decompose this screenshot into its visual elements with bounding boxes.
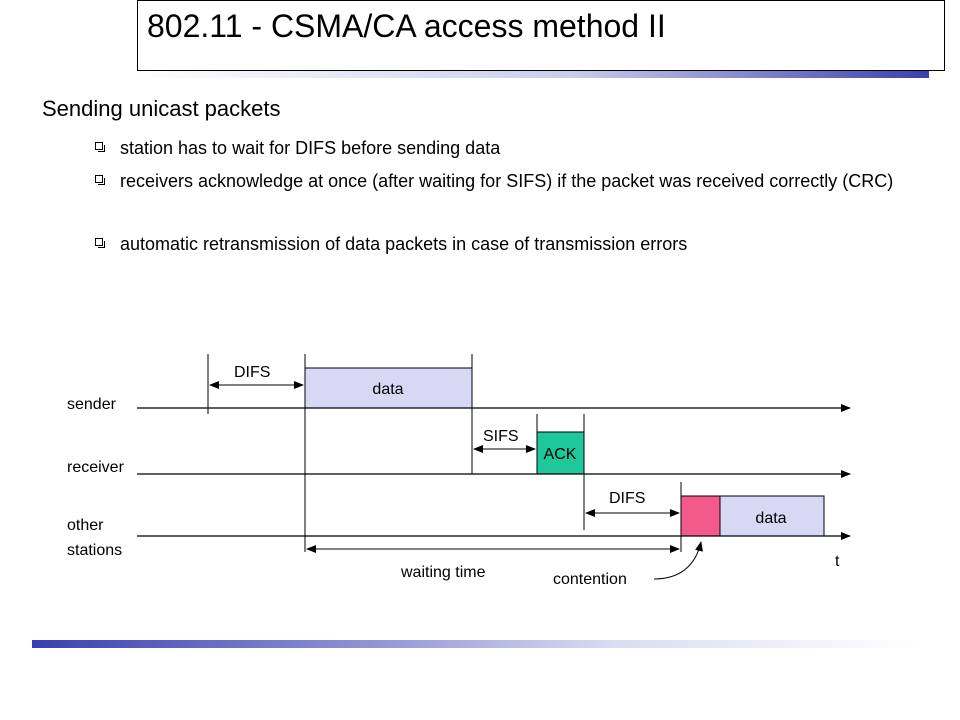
data-block-sender (304, 367, 473, 409)
sender-label: sender (67, 396, 117, 413)
contention-label: contention (553, 571, 627, 588)
slide-title: 802.11 - CSMA/CA access method II (147, 8, 666, 44)
square-bullet-icon (95, 238, 105, 248)
time-axis-label: t (835, 553, 840, 570)
bullet-text: station has to wait for DIFS before send… (120, 138, 501, 158)
title-box: 802.11 - CSMA/CA access method II (137, 0, 945, 71)
footer-accent-line (32, 640, 922, 648)
slide-subtitle: Sending unicast packets (42, 96, 281, 121)
bullet-item: receivers acknowledge at once (after wai… (95, 169, 915, 193)
square-bullet-icon (95, 142, 105, 152)
contention-block (680, 495, 721, 537)
data-label: data (372, 381, 403, 398)
bullet-text: automatic retransmission of data packets… (120, 234, 688, 254)
contention-pointer-arrow (653, 541, 703, 580)
sifs-label: SIFS (483, 428, 519, 445)
difs-label-2: DIFS (609, 490, 645, 507)
bullet-item: station has to wait for DIFS before send… (95, 136, 915, 160)
data-label-2: data (755, 510, 786, 527)
data-block-other (719, 495, 825, 537)
difs-label: DIFS (234, 364, 270, 381)
other-stations-label-line1: other (67, 517, 104, 534)
bullet-text: receivers acknowledge at once (after wai… (120, 171, 894, 191)
square-bullet-icon (95, 175, 105, 185)
receiver-label: receiver (67, 459, 125, 476)
ack-block (536, 431, 585, 475)
waiting-time-label: waiting time (400, 564, 486, 581)
other-stations-label-line2: stations (67, 542, 122, 559)
bullet-item: automatic retransmission of data packets… (95, 232, 915, 256)
ack-label: ACK (544, 446, 577, 463)
